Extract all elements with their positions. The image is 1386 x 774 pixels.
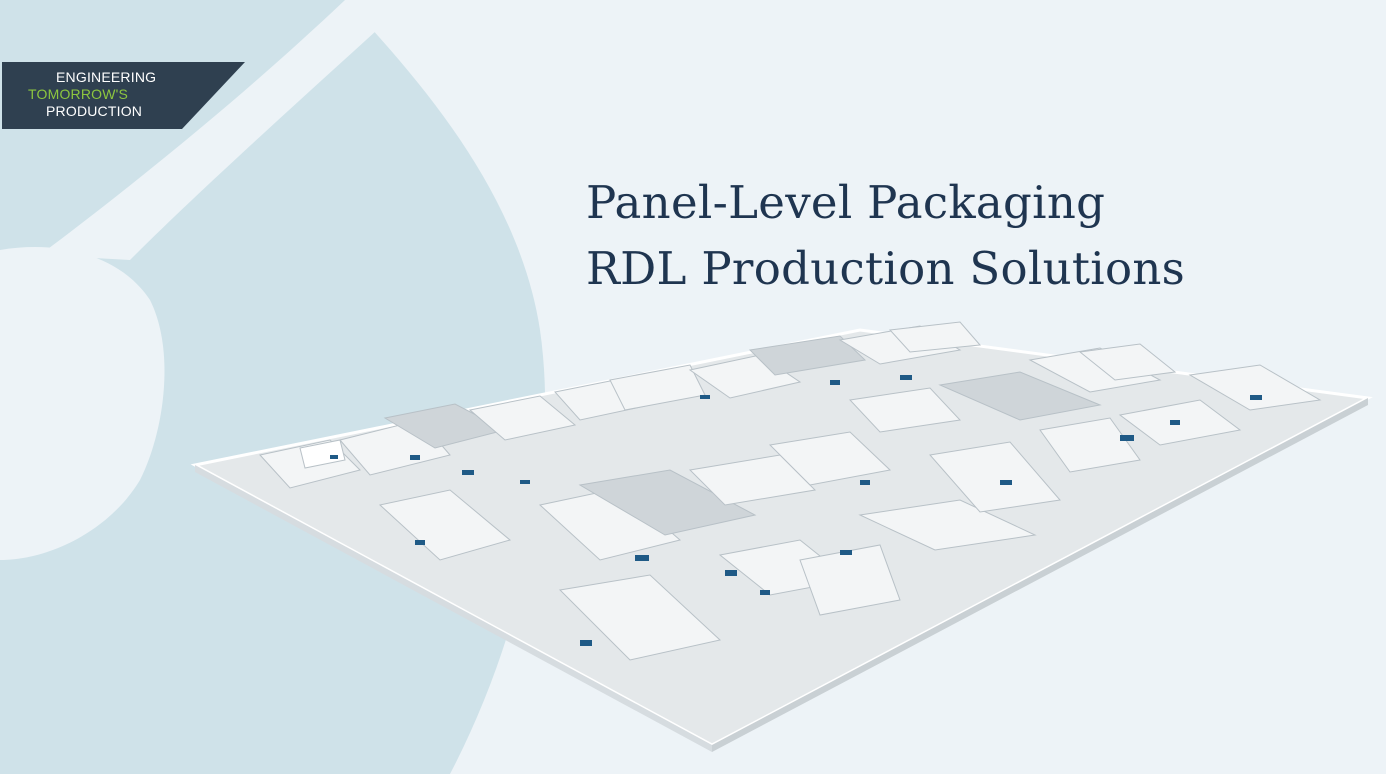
engineering-badge: ENGINEERING TOMORROW'S PRODUCTION bbox=[2, 62, 245, 129]
badge-line-production: PRODUCTION bbox=[46, 103, 143, 119]
machine-row-middle bbox=[378, 343, 1177, 561]
title-line-2: RDL Production Solutions bbox=[586, 242, 1186, 295]
floor-slab bbox=[190, 328, 1373, 747]
machine-accents bbox=[330, 375, 1262, 646]
floor-edge bbox=[712, 398, 1368, 752]
machine-row-left bbox=[259, 321, 982, 489]
badge-shape bbox=[2, 62, 245, 129]
floor-edge-left bbox=[195, 465, 712, 752]
machine-row-front bbox=[558, 364, 1322, 661]
title-line-1: Panel-Level Packaging bbox=[586, 176, 1106, 229]
badge-line-engineering: ENGINEERING bbox=[56, 69, 157, 85]
badge-line-tomorrows: TOMORROW'S bbox=[28, 86, 129, 102]
page-title: Panel-Level Packaging RDL Production Sol… bbox=[586, 170, 1185, 302]
